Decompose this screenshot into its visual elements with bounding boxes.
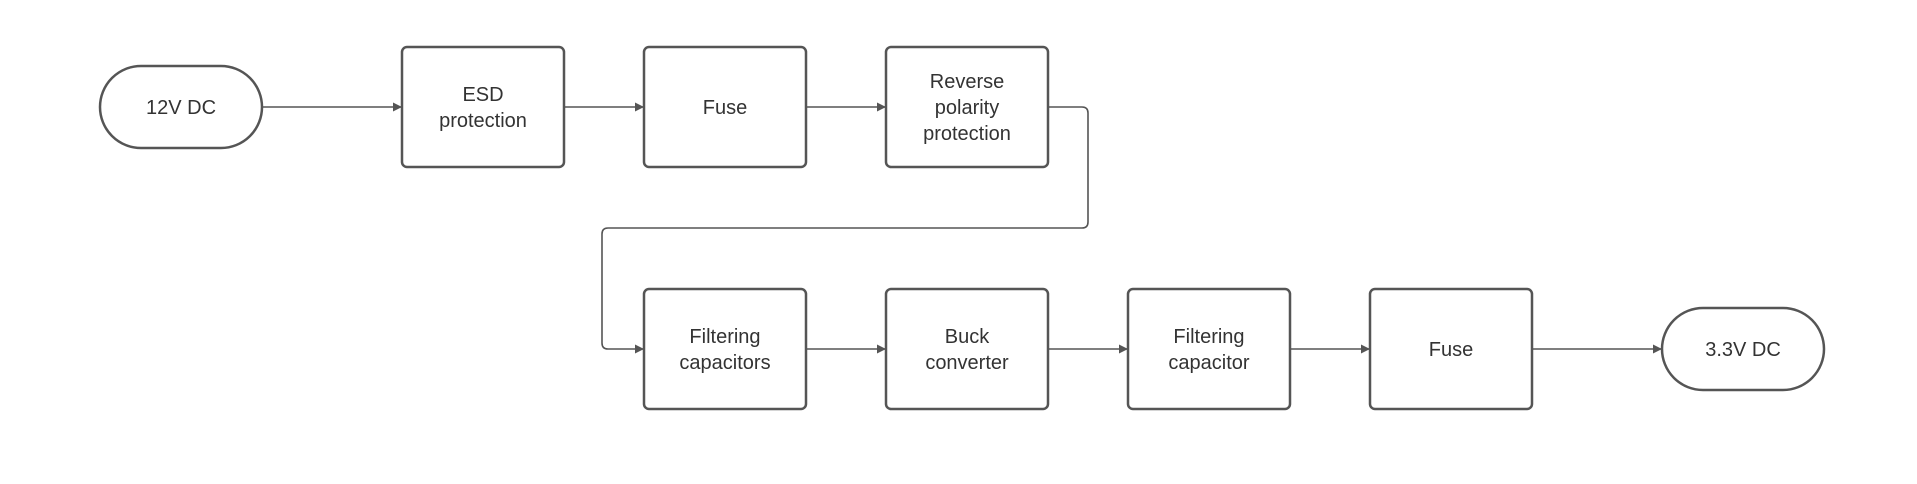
node-fuse-input: Fuse <box>642 45 808 169</box>
edge-reverse-polarity-to-filtering-capacitors <box>601 106 1089 354</box>
node-label-line: 3.3V DC <box>1705 339 1781 361</box>
node-label-line: Buck <box>945 326 990 348</box>
node-buck-converter: Buck converter <box>884 287 1050 411</box>
node-label: Fuse <box>703 97 747 119</box>
connector-group <box>262 102 1662 354</box>
node-esd-protection: ESD protection <box>400 45 566 169</box>
terminator-shape <box>98 64 264 150</box>
node-label-line: capacitor <box>1168 352 1249 374</box>
node-label: Fuse <box>1429 339 1473 361</box>
node-label-line: protection <box>439 110 527 132</box>
node-label-line: Filtering <box>689 326 760 348</box>
node-label-line: Fuse <box>1429 339 1473 361</box>
process-box <box>1126 287 1292 411</box>
process-box <box>884 45 1050 169</box>
process-box <box>400 45 566 169</box>
node-label: Reverse polarity protection <box>923 71 1011 145</box>
node-fuse-output: Fuse <box>1368 287 1534 411</box>
node-label-line: Filtering <box>1173 326 1244 348</box>
node-label-line: capacitors <box>679 352 770 374</box>
node-label: 12V DC <box>146 97 216 119</box>
node-3-3v-dc-output: 3.3V DC <box>1660 306 1826 392</box>
node-label: Filtering capacitor <box>1168 326 1249 374</box>
process-box <box>642 45 808 169</box>
node-label-line: Reverse <box>930 71 1004 93</box>
node-label-line: Fuse <box>703 97 747 119</box>
node-label-line: protection <box>923 123 1011 145</box>
node-filtering-capacitors: Filtering capacitors <box>642 287 808 411</box>
node-12v-dc-input: 12V DC <box>98 64 264 150</box>
node-label: Filtering capacitors <box>679 326 770 374</box>
node-label-line: polarity <box>935 97 999 119</box>
node-reverse-polarity-protection: Reverse polarity protection <box>884 45 1050 169</box>
node-label-line: 12V DC <box>146 97 216 119</box>
node-label: ESD protection <box>439 84 527 132</box>
node-label: Buck converter <box>925 326 1009 374</box>
process-box <box>642 287 808 411</box>
process-box <box>1368 287 1534 411</box>
node-filtering-capacitor: Filtering capacitor <box>1126 287 1292 411</box>
terminator-shape <box>1660 306 1826 392</box>
node-label-line: converter <box>925 352 1009 374</box>
node-label: 3.3V DC <box>1705 339 1781 361</box>
node-group: 12V DC ESD protection Fuse Reverse polarit… <box>98 45 1826 411</box>
process-box <box>884 287 1050 411</box>
node-label-line: ESD <box>462 84 503 106</box>
